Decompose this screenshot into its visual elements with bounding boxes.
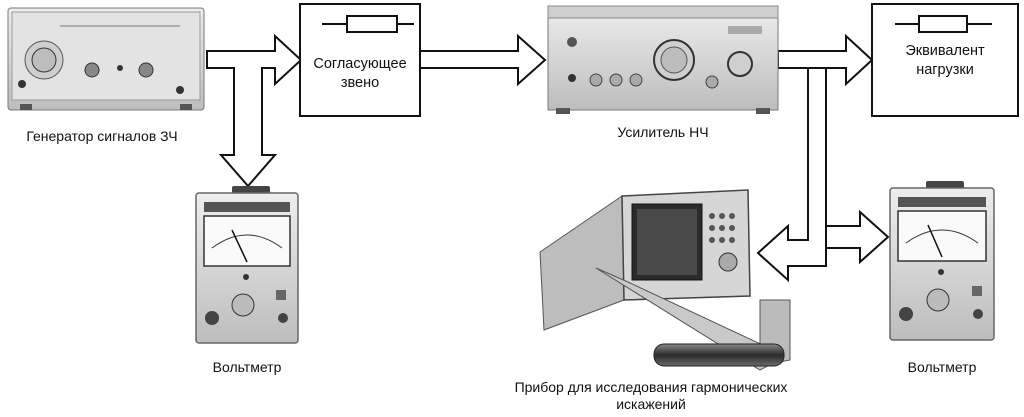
voltmeter-right-caption: Вольтметр bbox=[907, 359, 977, 375]
arrow-bus-to-voltmeter bbox=[825, 209, 890, 265]
voltmeter-right-device bbox=[889, 181, 995, 341]
audio-amplifier-device bbox=[547, 5, 779, 114]
amplifier-caption: Усилитель НЧ bbox=[617, 124, 709, 140]
voltmeter-left-caption: Вольтметр bbox=[212, 359, 282, 375]
matching-network-line1: Согласующее bbox=[313, 56, 407, 72]
distortion-analyzer-device bbox=[539, 189, 791, 371]
analyzer-caption: Прибор для исследования гармонических ис… bbox=[486, 379, 816, 413]
arrow-amplifier-to-load bbox=[777, 33, 874, 87]
load-equivalent-line2: нагрузки bbox=[916, 62, 974, 78]
load-equivalent-line1: Эквивалент bbox=[905, 43, 985, 59]
matching-network-label: Согласующее звено bbox=[300, 55, 420, 93]
analyzer-caption-line2: искажений bbox=[616, 396, 686, 412]
arrow-generator-to-matching bbox=[206, 33, 303, 188]
arrow-matching-to-amplifier bbox=[419, 33, 547, 87]
resistor-icon bbox=[895, 15, 992, 33]
matching-network-line2: звено bbox=[340, 75, 380, 91]
analyzer-caption-line1: Прибор для исследования гармонических bbox=[514, 379, 788, 395]
voltmeter-left-device bbox=[195, 186, 299, 344]
signal-generator-device bbox=[7, 7, 205, 111]
generator-caption: Генератор сигналов ЗЧ bbox=[26, 128, 178, 144]
arrow-bus-to-analyzer bbox=[756, 67, 827, 283]
resistor-icon bbox=[322, 15, 414, 33]
load-equivalent-label: Эквивалент нагрузки bbox=[872, 42, 1018, 80]
